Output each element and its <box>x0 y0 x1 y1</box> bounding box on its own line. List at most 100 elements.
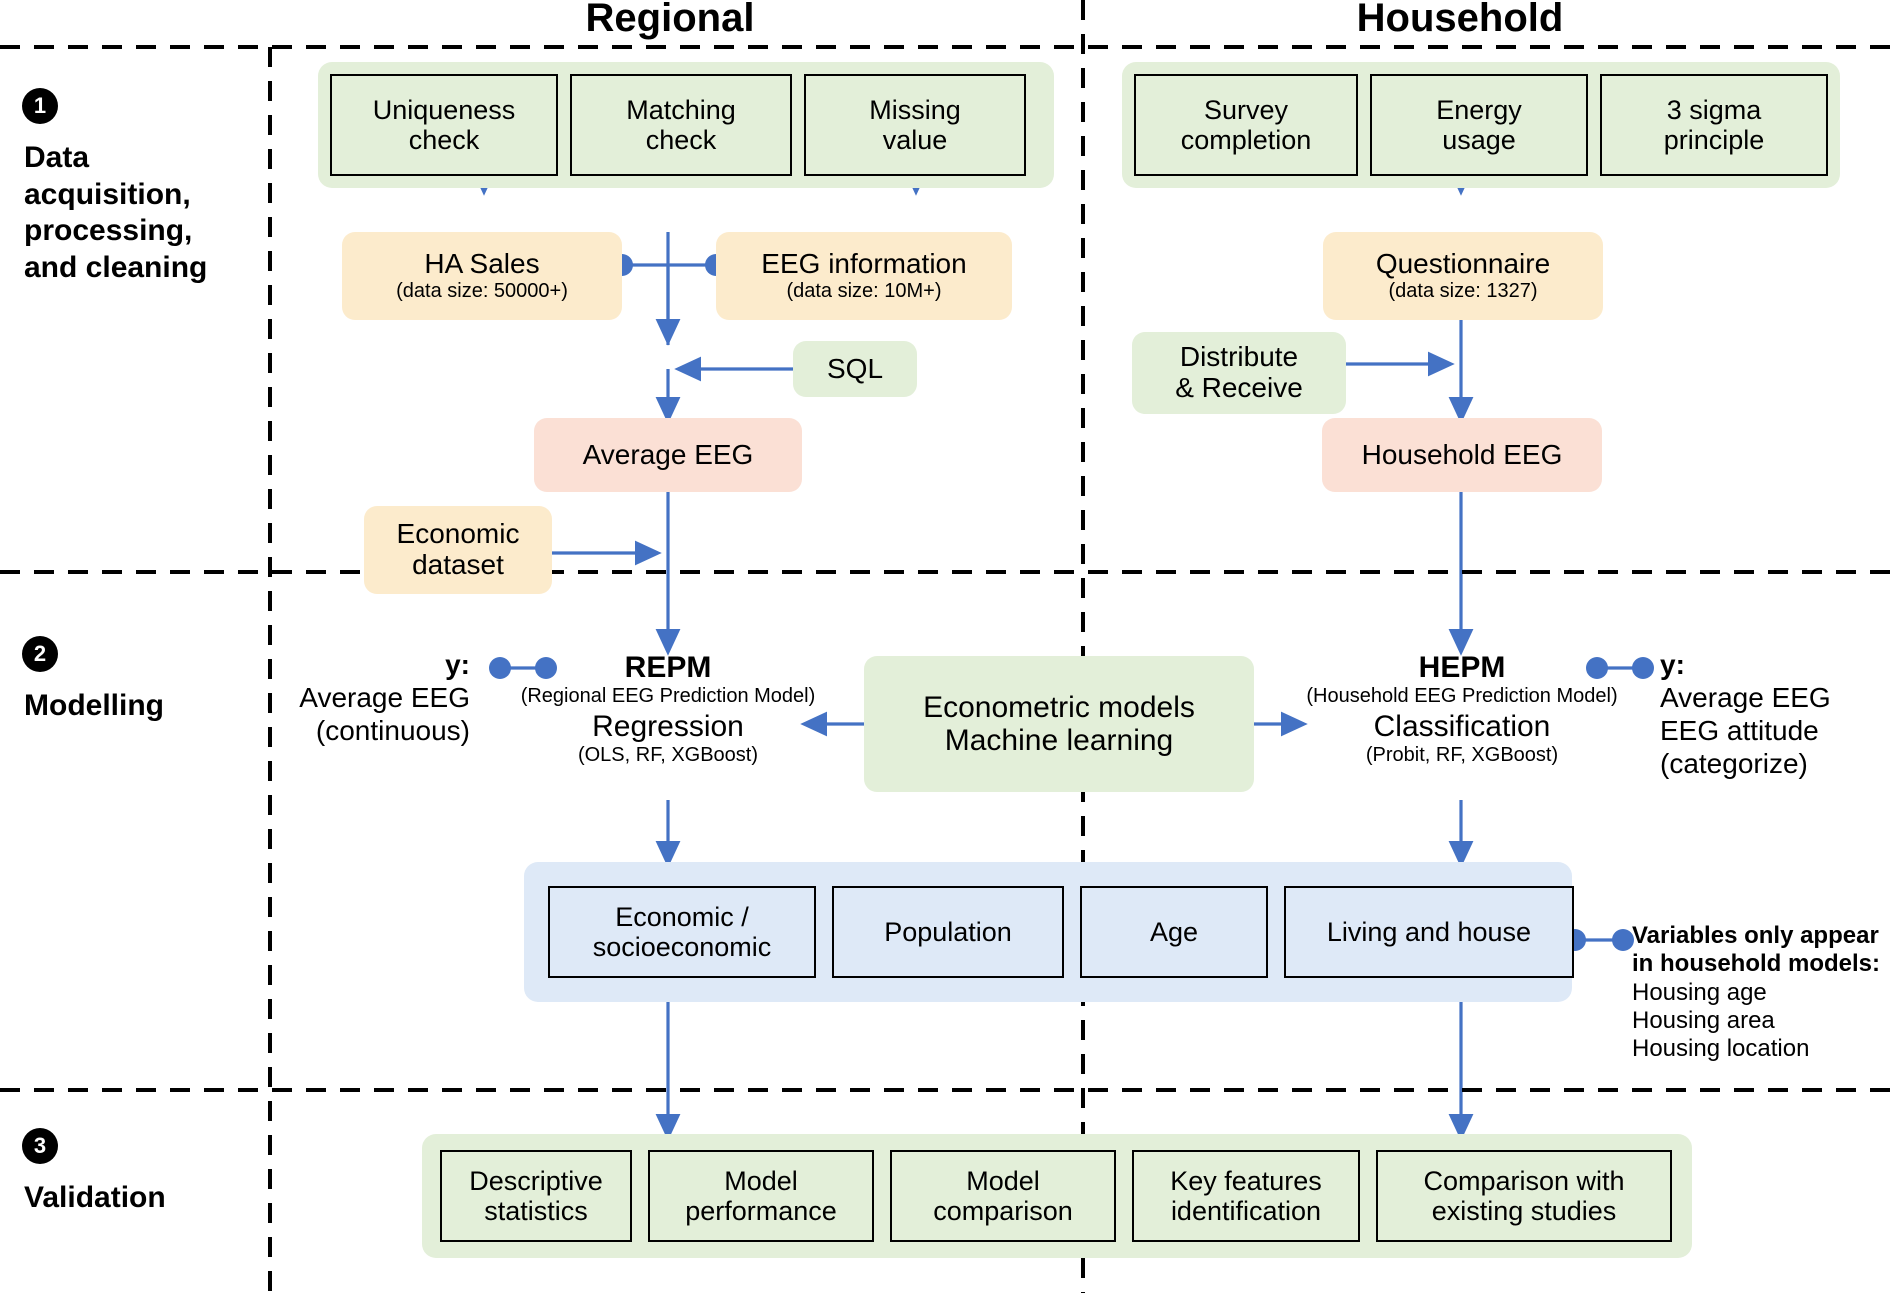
household-check-2-line1: Energy <box>1436 94 1522 125</box>
stage1-line1: Data <box>24 141 90 174</box>
note-head-line1: Variables only appear <box>1632 922 1879 949</box>
validation-4-line1: Key features <box>1170 1165 1322 1196</box>
validation-key-features-identification[interactable]: Key features identification <box>1132 1150 1360 1242</box>
stage-badge-1: 1 <box>22 88 58 124</box>
sql-label: SQL <box>826 352 884 384</box>
hepm-name: HEPM <box>1418 651 1506 684</box>
regional-check-1-line2: check <box>408 125 480 155</box>
regional-check-2-line2: check <box>645 125 717 155</box>
questionnaire-size: (data size: 1327) <box>1388 280 1538 303</box>
validation-5-line2: existing studies <box>1431 1196 1617 1226</box>
note-head-line2: in household models: <box>1632 950 1881 978</box>
distribute-line2: & Receive <box>1175 372 1303 403</box>
household-only-variables-note: Variables only appear in household model… <box>1632 922 1900 1064</box>
validation-1-line2: statistics <box>484 1196 588 1226</box>
household-target-line1: Average EEG <box>1660 682 1831 714</box>
econometric-line2: Machine learning <box>944 724 1174 757</box>
regional-target-y: y: <box>445 649 470 680</box>
sql-node[interactable]: SQL <box>793 341 917 397</box>
validation-descriptive-statistics[interactable]: Descriptive statistics <box>440 1150 632 1242</box>
validation-5-line1: Comparison with <box>1423 1165 1625 1196</box>
econometric-line1: Econometric models <box>923 691 1195 724</box>
econometric-models-node[interactable]: Econometric models Machine learning <box>864 656 1254 792</box>
economic-dataset-node[interactable]: Economic dataset <box>364 506 552 594</box>
note-item-1: Housing age <box>1632 978 1767 1006</box>
validation-model-performance[interactable]: Model performance <box>648 1150 874 1242</box>
average-eeg-label: Average EEG <box>582 438 754 470</box>
validation-comparison-existing-studies[interactable]: Comparison with existing studies <box>1376 1150 1672 1242</box>
household-check-3-line1: 3 sigma <box>1666 94 1762 125</box>
variable-living-and-house[interactable]: Living and house <box>1284 886 1574 978</box>
repm-name: REPM <box>624 651 712 684</box>
economic-dataset-line2: dataset <box>412 549 504 580</box>
household-eeg-label: Household EEG <box>1361 438 1563 470</box>
variable-1-line2: socioeconomic <box>592 932 772 962</box>
questionnaire-node[interactable]: Questionnaire (data size: 1327) <box>1323 232 1603 320</box>
regional-target-line2: (continuous) <box>315 715 470 747</box>
repm-fullname: (Regional EEG Prediction Model) <box>520 685 816 708</box>
household-check-1-line1: Survey <box>1203 94 1289 125</box>
validation-model-comparison[interactable]: Model comparison <box>890 1150 1116 1242</box>
variable-age[interactable]: Age <box>1080 886 1268 978</box>
validation-2-line1: Model <box>724 1165 798 1196</box>
variable-population[interactable]: Population <box>832 886 1064 978</box>
hepm-fullname: (Household EEG Prediction Model) <box>1306 685 1618 708</box>
variable-1-line1: Economic / <box>615 901 749 932</box>
household-check-2-line2: usage <box>1442 125 1516 155</box>
note-item-2: Housing area <box>1632 1006 1775 1034</box>
stage1-line3: processing, <box>24 214 193 248</box>
regional-check-1-line1: Uniqueness <box>372 94 516 125</box>
stage-badge-2: 2 <box>22 636 58 672</box>
household-check-energy-usage[interactable]: Energy usage <box>1370 74 1588 176</box>
questionnaire-title: Questionnaire <box>1375 247 1551 279</box>
stage-label-2: Modelling <box>24 689 164 722</box>
validation-1-line1: Descriptive <box>469 1165 603 1196</box>
stage-label-3: Validation <box>24 1181 166 1214</box>
hepm-task: Classification <box>1373 709 1551 743</box>
stage-label-1: Data acquisition, processing, and cleani… <box>24 140 274 286</box>
repm-algorithms: (OLS, RF, XGBoost) <box>577 744 759 767</box>
ha-sales-node[interactable]: HA Sales (data size: 50000+) <box>342 232 622 320</box>
regional-check-2-line1: Matching <box>626 94 736 125</box>
validation-3-line1: Model <box>966 1165 1040 1196</box>
household-target-line2: EEG attitude <box>1660 715 1819 747</box>
household-target-block: y: Average EEG EEG attitude (categorize) <box>1660 648 1890 780</box>
household-target-line3: (categorize) <box>1660 748 1808 780</box>
household-check-1-line2: completion <box>1180 125 1312 155</box>
variable-2-label: Population <box>884 916 1012 947</box>
column-header-regional: Regional <box>585 0 755 40</box>
eeg-information-node[interactable]: EEG information (data size: 10M+) <box>716 232 1012 320</box>
eeg-information-title: EEG information <box>761 247 967 279</box>
variable-4-label: Living and house <box>1326 916 1532 947</box>
variable-3-label: Age <box>1149 916 1199 947</box>
regional-check-matching[interactable]: Matching check <box>570 74 792 176</box>
stage1-line2: acquisition, <box>24 177 191 211</box>
regional-check-3-line2: value <box>882 125 948 155</box>
household-eeg-node[interactable]: Household EEG <box>1322 418 1602 492</box>
stage1-line4: and cleaning <box>24 250 208 284</box>
regional-target-block: y: Average EEG (continuous) <box>250 648 470 747</box>
repm-block: REPM (Regional EEG Prediction Model) Reg… <box>490 650 846 768</box>
regional-check-uniqueness[interactable]: Uniqueness check <box>330 74 558 176</box>
column-header-household: Household <box>1356 0 1564 40</box>
household-check-3-sigma[interactable]: 3 sigma principle <box>1600 74 1828 176</box>
regional-check-missing-value[interactable]: Missing value <box>804 74 1026 176</box>
regional-check-3-line1: Missing <box>869 94 961 125</box>
validation-2-line2: performance <box>685 1196 837 1226</box>
stage-badge-3: 3 <box>22 1128 58 1164</box>
ha-sales-size: (data size: 50000+) <box>396 280 568 303</box>
variable-economic-socioeconomic[interactable]: Economic / socioeconomic <box>548 886 816 978</box>
ha-sales-title: HA Sales <box>424 247 540 279</box>
eeg-information-size: (data size: 10M+) <box>786 280 942 303</box>
household-check-survey-completion[interactable]: Survey completion <box>1134 74 1358 176</box>
note-item-3: Housing location <box>1632 1035 1810 1063</box>
regional-target-line1: Average EEG <box>299 682 470 714</box>
distribute-receive-node[interactable]: Distribute & Receive <box>1132 332 1346 414</box>
validation-4-line2: identification <box>1170 1196 1322 1226</box>
average-eeg-node[interactable]: Average EEG <box>534 418 802 492</box>
distribute-line1: Distribute <box>1179 341 1299 373</box>
repm-task: Regression <box>592 709 744 743</box>
hepm-block: HEPM (Household EEG Prediction Model) Cl… <box>1290 650 1634 768</box>
